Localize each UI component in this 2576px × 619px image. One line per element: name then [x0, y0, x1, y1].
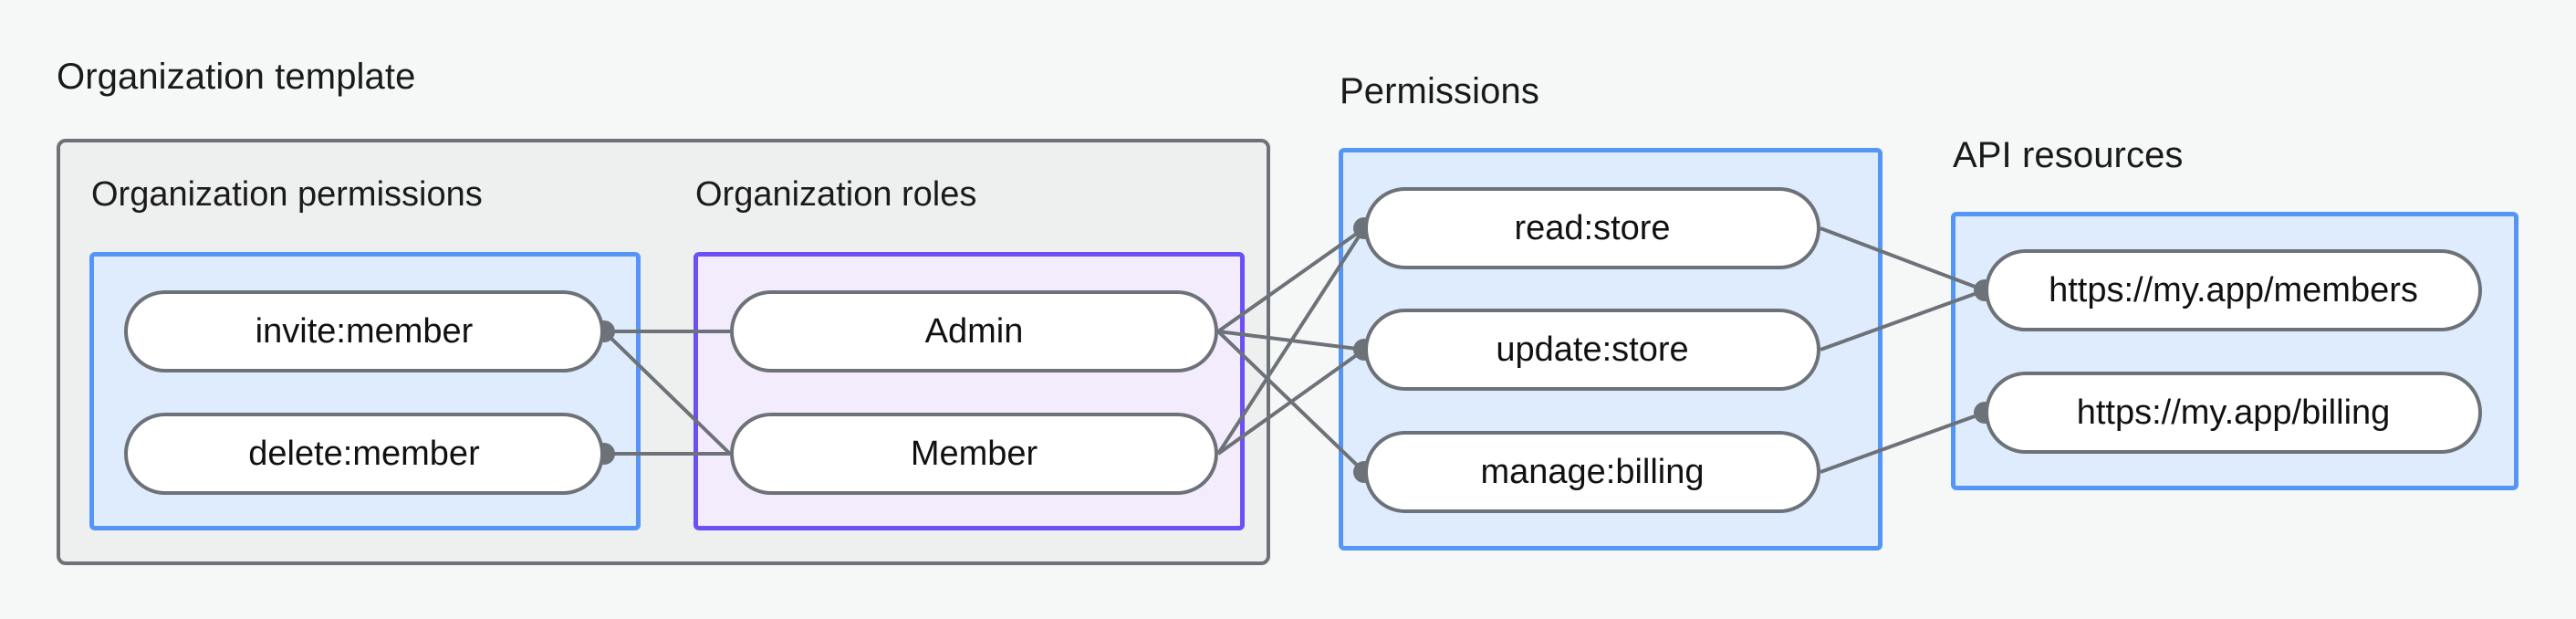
node-update-store[interactable]: update:store — [1364, 309, 1820, 391]
api-resources-title: API resources — [1953, 135, 2184, 175]
node-admin[interactable]: Admin — [730, 290, 1218, 372]
node-member[interactable]: Member — [730, 413, 1218, 495]
organization-permissions-title: Organization permissions — [91, 175, 483, 214]
node-read-store[interactable]: read:store — [1364, 187, 1820, 269]
node-delete-member[interactable]: delete:member — [124, 413, 604, 495]
node-invite-member[interactable]: invite:member — [124, 290, 604, 372]
node-members-resource[interactable]: https://my.app/members — [1985, 249, 2482, 331]
node-billing-resource[interactable]: https://my.app/billing — [1985, 372, 2482, 454]
node-manage-billing[interactable]: manage:billing — [1364, 431, 1820, 513]
organization-template-title: Organization template — [57, 57, 416, 97]
organization-roles-title: Organization roles — [695, 175, 977, 214]
permissions-title: Permissions — [1340, 71, 1539, 111]
